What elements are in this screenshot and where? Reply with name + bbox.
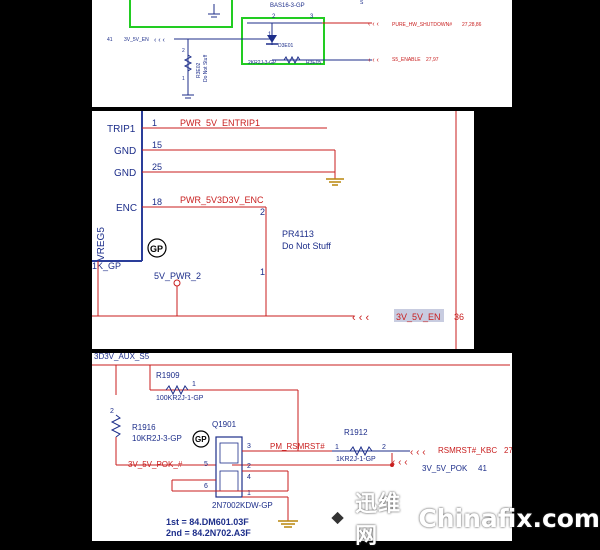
q-pin3: 3	[247, 443, 251, 450]
pin-number-1: 1	[152, 118, 157, 128]
highlight-box-diode	[241, 17, 325, 65]
net-kbc-page: 27	[504, 446, 512, 455]
offpage-arrow-kbc: ‹ ‹ ‹	[410, 447, 426, 458]
q-pin5: 5	[204, 461, 208, 468]
watermark-cn-text: 迅维网	[355, 492, 402, 549]
net-3v-en-label: 3V_5V_EN	[124, 37, 149, 43]
offpage-arrow-s5: ‹ ‹ ‹	[368, 57, 380, 64]
net-pok-right: 3V_5V_POK	[422, 464, 468, 473]
pin-trip1: TRIP1	[107, 124, 136, 135]
panel1-drawing: BAS16-3-GP 2 3 S 1 ‹ ‹ ‹ PURE_HW_SHUTDOW…	[107, 0, 482, 99]
r1909-pin1: 1	[192, 381, 196, 388]
pr-ref: PR4113	[282, 229, 314, 239]
q-pin4: 4	[247, 474, 251, 481]
r1909-ref: R1909	[156, 371, 180, 380]
pin-number-25: 25	[152, 162, 162, 172]
dns-ref-label: R3E02	[196, 62, 202, 78]
bom-1st: 1st = 84.DM601.03F	[166, 517, 249, 527]
net-enc-label: PWR_5V3D3V_ENC	[180, 195, 264, 205]
offpage-arrow-pure-hw: ‹ ‹ ‹	[368, 21, 380, 28]
top-net-label: 3D3V_AUX_S5	[94, 353, 150, 361]
r1916-ref: R1916	[132, 423, 156, 432]
gp-badge-q-text: GP	[195, 435, 207, 444]
net-en-page: 36	[454, 312, 464, 322]
pr-pin1: 1	[260, 267, 265, 277]
net-3v-en-page: 41	[107, 37, 113, 43]
series-res-ref: R3E05	[306, 60, 322, 66]
pin-gnd-b: GND	[114, 168, 136, 179]
pr-note: Do Not Stuff	[282, 241, 331, 251]
gp-badge	[147, 238, 167, 258]
net-pm-label: PM_RSMRST#	[270, 442, 325, 451]
series-res-part: 2KR2J-3-GP	[248, 60, 277, 66]
net-entrip-label: PWR_5V_ENTRIP1	[180, 118, 260, 128]
diode-part-label: BAS16-3-GP	[270, 3, 305, 9]
dns-pin1: 1	[182, 76, 185, 82]
chinafix-logo-icon	[327, 507, 348, 529]
highlight-box-top	[129, 0, 233, 28]
gp-badge-q	[192, 430, 210, 448]
dns-pin2: 2	[182, 48, 185, 54]
mosfet-b	[219, 470, 239, 492]
schematic-panel-rsmrst: 3D3V_AUX_S5 R1909 1 100KR2J-1-GP 2 R1916…	[92, 353, 512, 541]
offpage-arrow-en: ‹ ‹ ‹	[352, 312, 369, 324]
r1912-symbol	[349, 445, 373, 457]
pin-number-18: 18	[152, 197, 162, 207]
mosfet-a	[219, 442, 239, 464]
q-pin2: 2	[247, 463, 251, 470]
net-en-selection	[394, 309, 444, 322]
net-pure-hw-ref: 27,28,86	[462, 22, 482, 28]
r1916-pin2: 2	[110, 408, 114, 415]
pin-enc: ENC	[116, 203, 137, 214]
r1912-pin1: 1	[335, 444, 339, 451]
r1916-symbol	[110, 414, 122, 438]
net-s5-enable-label: S5_ENABLE	[392, 57, 421, 63]
r1912-ref: R1912	[344, 428, 368, 437]
r1912-part: 1KR2J-1-GP	[336, 456, 376, 463]
pin-number-15: 15	[152, 140, 162, 150]
mosfet-body	[215, 436, 243, 498]
chip-name: VREG5	[96, 227, 107, 261]
r1909-symbol	[165, 384, 189, 396]
r1912-pin2: 2	[382, 444, 386, 451]
panel3-drawing: 3D3V_AUX_S5 R1909 1 100KR2J-1-GP 2 R1916…	[92, 353, 512, 538]
net-en-label: 3V_5V_EN	[396, 312, 441, 322]
pin-s-label: S	[360, 0, 364, 6]
net-kbc-label: RSMRST#_KBC	[438, 446, 497, 455]
diode-pin3-label: 3	[310, 14, 314, 20]
net-s5-enable-ref: 27,97	[426, 57, 439, 63]
q-ref: Q1901	[212, 420, 237, 429]
net-5v-pwr-label: 5V_PWR_2	[154, 271, 201, 281]
offpage-arrow-pok: ‹ ‹ ‹	[392, 457, 408, 468]
net-pure-hw-label: PURE_HW_SHUTDOWN#	[392, 22, 452, 28]
watermark: 迅维网 Chinafix.com	[320, 492, 600, 549]
schematic-panel-vreg5: TRIP1 GND GND ENC VREG5 1 PWR_5V_ENTRIP1…	[92, 111, 474, 349]
q-pin1: 1	[247, 490, 251, 497]
left-cut-label: 1K_GP	[92, 261, 121, 271]
diode-pin2-label: 2	[272, 14, 276, 20]
q-pin6: 6	[204, 483, 208, 490]
r1916-part: 10KR2J-3-GP	[132, 434, 182, 443]
net-pok-page: 41	[478, 464, 487, 473]
pr-pin2: 2	[260, 207, 265, 217]
pin-gnd-a: GND	[114, 146, 136, 157]
q-part: 2N7002KDW-GP	[212, 501, 273, 510]
offpage-arrow-3v-en: ‹ ‹ ‹	[154, 37, 166, 44]
panel2-drawing: TRIP1 GND GND ENC VREG5 1 PWR_5V_ENTRIP1…	[92, 111, 464, 349]
dns-note-label: Do Not Stuff	[203, 54, 209, 82]
dns-resistor-symbol	[183, 54, 193, 72]
bom-2nd: 2nd = 84.2N702.A3F	[166, 528, 251, 538]
diode-ref-label: D3E01	[278, 43, 294, 49]
series-resistor-symbol	[283, 55, 301, 65]
schematic-panel-enable-logic: BAS16-3-GP 2 3 S 1 ‹ ‹ ‹ PURE_HW_SHUTDOW…	[92, 0, 512, 107]
r1909-part: 100KR2J-1-GP	[156, 395, 204, 402]
gp-badge-text: GP	[150, 244, 163, 254]
watermark-en-text: Chinafix.com	[418, 503, 600, 533]
